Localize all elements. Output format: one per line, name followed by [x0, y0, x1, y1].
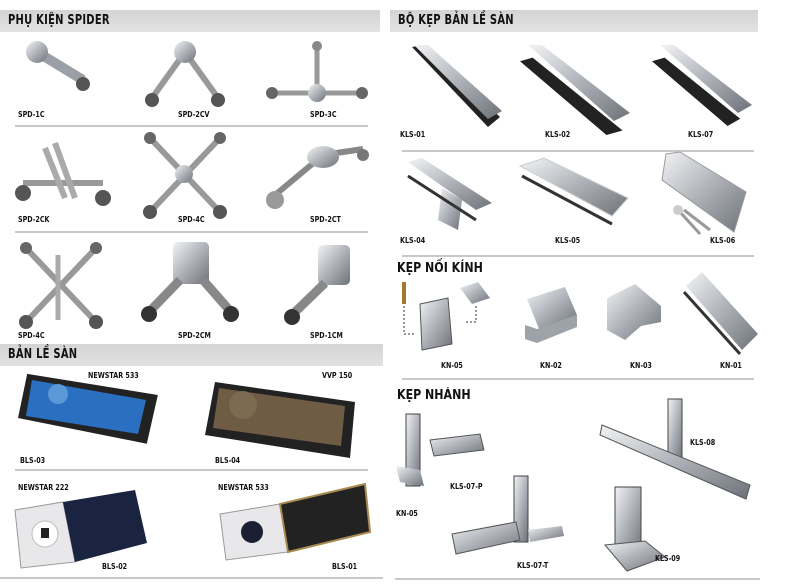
divider — [15, 231, 368, 233]
divider — [395, 578, 760, 580]
product-label: KN-01 — [720, 361, 742, 370]
product-kn-01-image — [682, 270, 762, 356]
product-bls-04-image — [205, 380, 355, 460]
product-bls-02-image — [14, 488, 150, 569]
brand-label: NEWSTAR 533 — [218, 483, 269, 492]
product-spd-2ck-image — [15, 138, 111, 210]
product-spd-1cm-image — [280, 243, 360, 328]
section-header-hinge-clamp: BỘ KẸP BẢN LỀ SÀN — [390, 10, 758, 32]
product-label: SPD-4C — [178, 215, 205, 224]
product-spd-2ct-image — [265, 135, 370, 215]
product-kls-02-image — [520, 45, 635, 135]
product-kls-05-image — [518, 157, 630, 233]
product-label: SPD-1CM — [310, 331, 343, 340]
product-label: KN-05 — [396, 509, 418, 518]
product-label: KLS-04 — [400, 236, 426, 245]
divider — [402, 255, 754, 257]
product-spd-4c-image — [142, 130, 227, 220]
brand-label: NEWSTAR 533 — [88, 371, 139, 380]
product-spd-2cm-image — [135, 240, 245, 325]
product-bls-01-image — [219, 482, 372, 562]
product-label: KLS-07-P — [450, 482, 483, 491]
product-kn-05-image — [400, 282, 490, 354]
product-label: SPD-2CM — [178, 331, 211, 340]
section-title: BẢN LỀ SÀN — [8, 347, 78, 362]
product-label: KLS-09 — [655, 554, 681, 563]
product-label: KLS-01 — [400, 130, 426, 139]
product-label: KN-02 — [540, 361, 562, 370]
product-spd-4c-2-image — [18, 240, 103, 330]
product-kls-04-image — [402, 158, 497, 233]
product-label: KN-05 — [441, 361, 463, 370]
product-kls-06-image — [660, 151, 750, 247]
divider — [0, 577, 383, 579]
product-label: KLS-08 — [690, 438, 716, 447]
product-label: BLS-01 — [332, 562, 358, 571]
product-kn-02-image — [525, 285, 580, 350]
product-label: KLS-07 — [688, 130, 714, 139]
product-bls-03-image — [18, 372, 158, 452]
section-title-branch-clamp: KẸP NHÁNH — [397, 388, 471, 403]
divider — [402, 378, 754, 380]
product-label: BLS-03 — [20, 456, 46, 465]
brand-label: VVP 150 — [322, 371, 353, 380]
product-kls-07-image — [652, 45, 752, 126]
product-label: SPD-3C — [310, 110, 337, 119]
product-label: KN-03 — [630, 361, 652, 370]
section-header-floor-hinge: BẢN LỀ SÀN — [0, 344, 383, 366]
product-label: SPD-2CK — [18, 215, 50, 224]
divider — [15, 125, 368, 127]
section-title: PHỤ KIỆN SPIDER — [8, 13, 110, 28]
product-kls-09-image — [604, 485, 675, 575]
divider — [15, 469, 368, 471]
product-kls-07-t-image — [450, 474, 570, 559]
product-spd-3c-image — [262, 38, 372, 108]
brand-label: NEWSTAR 222 — [18, 483, 69, 492]
product-spd-1c-image — [25, 40, 95, 100]
section-header-spider: PHỤ KIỆN SPIDER — [0, 10, 380, 32]
product-kn-03-image — [605, 282, 665, 352]
section-title: BỘ KẸP BẢN LỀ SÀN — [398, 13, 514, 28]
divider — [402, 150, 754, 152]
product-label: SPD-1C — [18, 110, 45, 119]
product-label: SPD-2CT — [310, 215, 341, 224]
section-title-glass-clamp: KẸP NỐI KÍNH — [397, 261, 483, 276]
product-label: BLS-02 — [102, 562, 128, 571]
product-label: KLS-07-T — [517, 561, 549, 570]
product-kls-08-image — [599, 395, 760, 505]
product-label: SPD-2CV — [178, 110, 210, 119]
product-kn-05-kls-07-p-image — [394, 410, 489, 490]
product-spd-2cv-image — [140, 40, 230, 110]
product-label: KLS-06 — [710, 236, 736, 245]
product-label: KLS-05 — [555, 236, 581, 245]
product-label: BLS-04 — [215, 456, 241, 465]
product-label: SPD-4C — [18, 331, 45, 340]
product-kls-01-image — [402, 45, 502, 135]
product-label: KLS-02 — [545, 130, 571, 139]
